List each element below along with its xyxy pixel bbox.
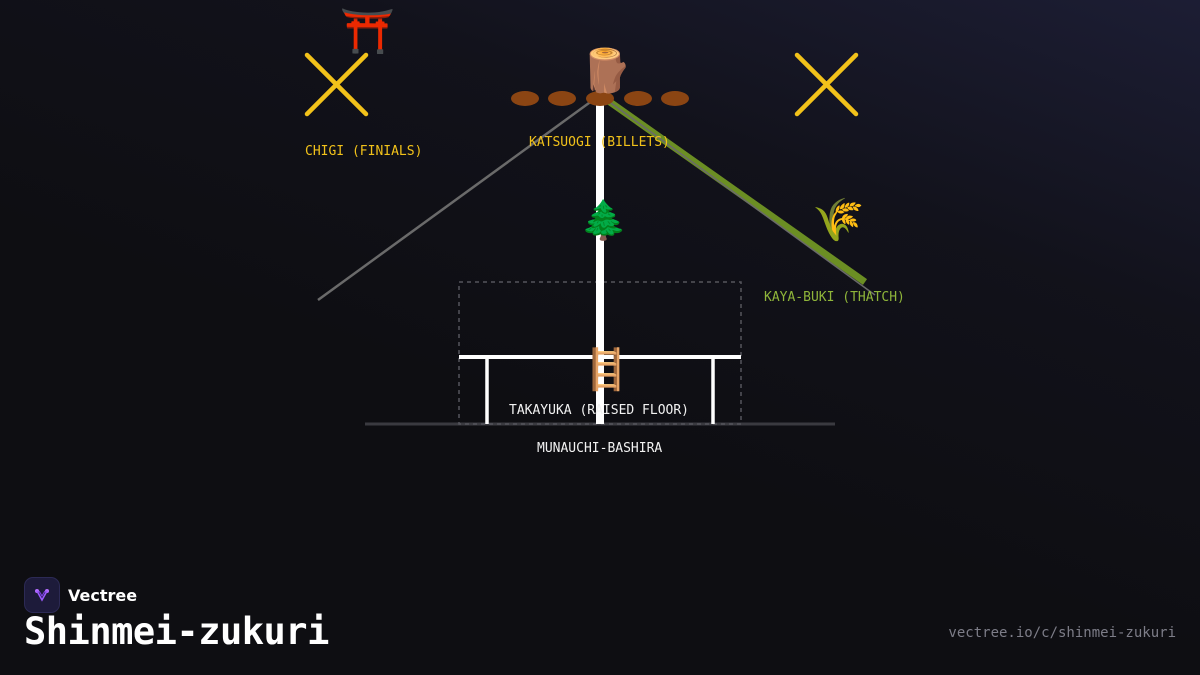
hall-outline (458, 281, 742, 425)
tree-icon: 🌲 (580, 198, 628, 242)
page-title: Shinmei-zukuri (24, 610, 329, 653)
chigi-left (304, 52, 369, 117)
page-url[interactable]: vectree.io/c/shinmei-zukuri (948, 625, 1176, 641)
brand-name: Vectree (68, 585, 138, 605)
katsuogi-billet (624, 91, 652, 106)
katsuogi-billet (586, 91, 614, 106)
torii-icon: ⛩️ (340, 6, 395, 57)
katsuogi-billet (661, 91, 689, 106)
right-roof-edge (599, 94, 876, 296)
katsuogi-label: KATSUOGI (BILLETS) (529, 135, 670, 150)
chigi-right (794, 52, 859, 117)
chigi-label: CHIGI (FINIALS) (305, 144, 423, 159)
munauchi-bashira-label: MUNAUCHI-BASHIRA (537, 441, 663, 456)
rice-icon: 🌾 (812, 195, 865, 244)
ladder-icon: 🪜 (581, 347, 631, 393)
katsuogi-billet (548, 91, 576, 106)
kaya-buki-label: KAYA-BUKI (THATCH) (764, 290, 905, 305)
vectree-logo-icon (24, 577, 60, 613)
log-icon: 🪵 (580, 46, 633, 95)
katsuogi-billet (511, 91, 539, 106)
left-roof-slope (317, 93, 601, 302)
takayuka-label: TAKAYUKA (RAISED FLOOR) (509, 403, 690, 418)
thatch-roof-slope (597, 92, 868, 285)
brand: Vectree (24, 577, 137, 613)
